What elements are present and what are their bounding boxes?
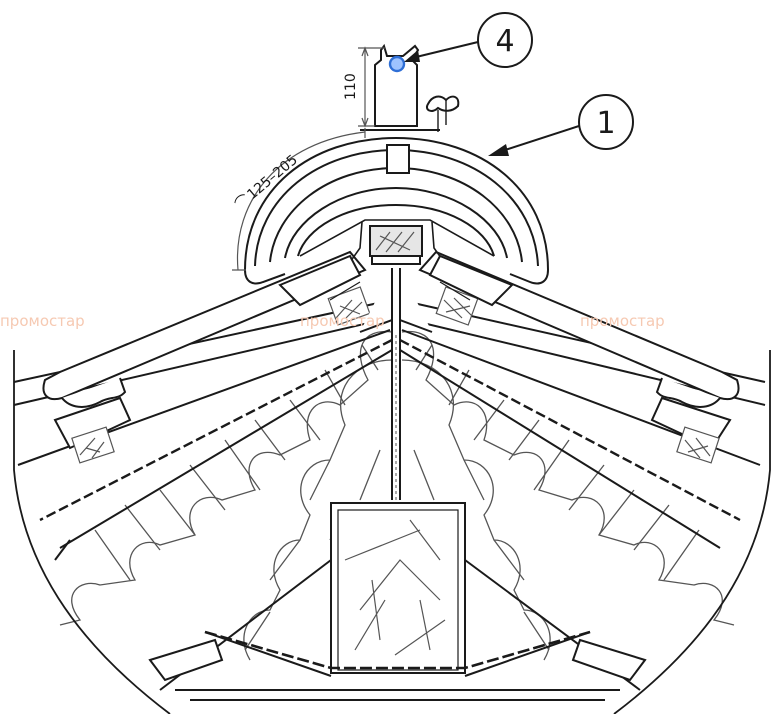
ridge-seal xyxy=(278,254,514,307)
callout-1: 1 xyxy=(488,94,634,156)
insulation-left xyxy=(59,330,393,661)
svg-text:4: 4 xyxy=(495,24,514,59)
watermark-left: промостар xyxy=(0,312,85,330)
batten-left xyxy=(71,286,371,464)
detail-frame xyxy=(13,350,771,714)
ridge-holder xyxy=(360,43,460,132)
dimension-height xyxy=(358,46,385,128)
ceiling-lines xyxy=(148,559,647,701)
dimension-height-label: 110 xyxy=(343,73,359,100)
batten-right xyxy=(435,286,720,464)
svg-text:1: 1 xyxy=(596,106,615,141)
ridge-beam xyxy=(330,502,466,674)
watermark-center: промостар xyxy=(300,312,385,330)
ridge-board xyxy=(359,268,433,500)
clip-icon xyxy=(388,55,406,73)
ridge-batten xyxy=(369,225,423,265)
dimension-arc xyxy=(232,128,366,271)
dimension-arc-label: 125–205 xyxy=(244,152,301,203)
watermark-right: промостар xyxy=(580,312,665,330)
callout-4: 4 xyxy=(404,12,533,68)
ridge-tile xyxy=(244,136,550,285)
